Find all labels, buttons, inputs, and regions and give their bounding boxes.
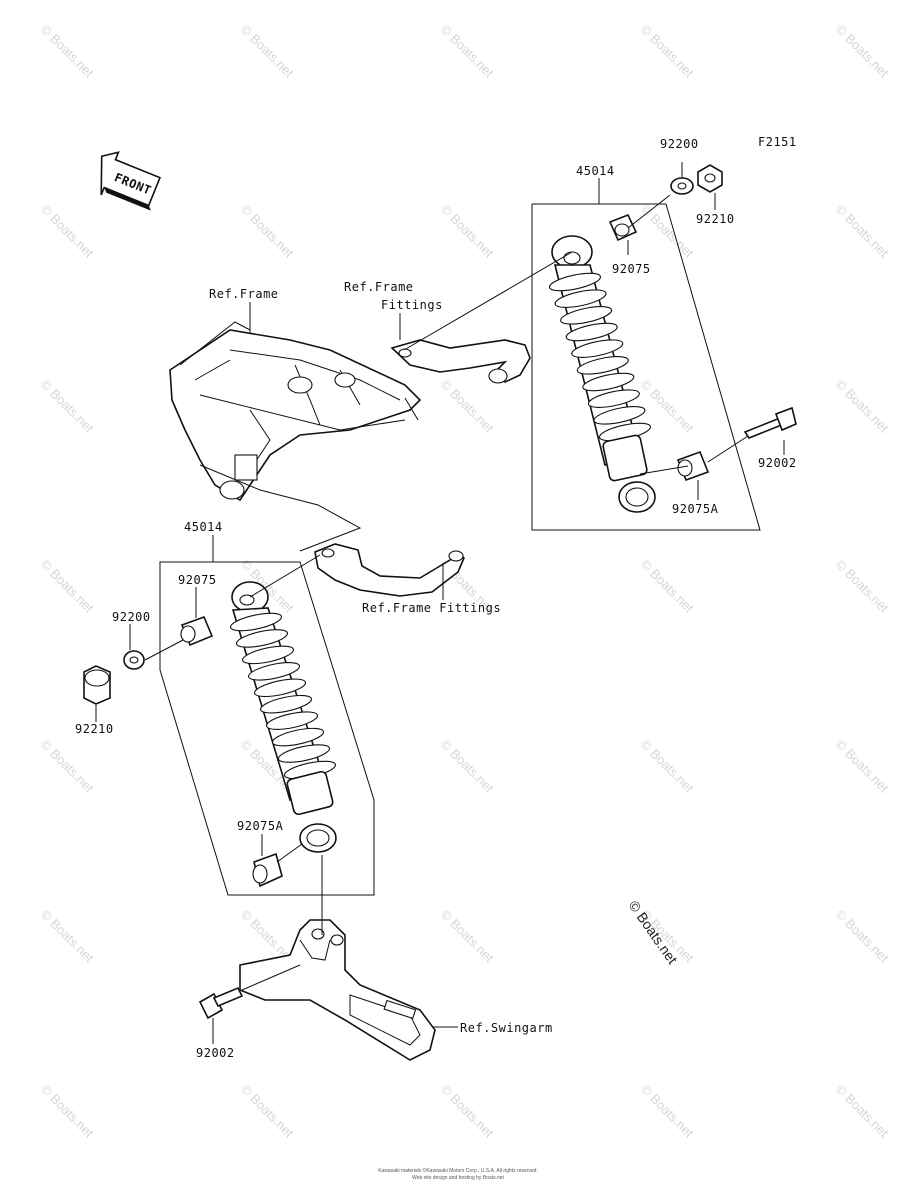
watermark-layer: © Boats.net © Boats.net © Boats.net © Boats… <box>38 22 892 1141</box>
spring-coil <box>593 406 646 425</box>
footer-copyright: Kawasaki materials ©Kawasaki Motors Corp… <box>378 1167 538 1174</box>
lower-bolt-92002 <box>198 986 244 1020</box>
spring-coil <box>229 612 283 632</box>
watermark-tile: © Boats.net <box>38 557 97 616</box>
leader-lines <box>95 162 785 1044</box>
upper-bolt-92002 <box>743 406 797 439</box>
upper-shock-absorber <box>548 235 656 513</box>
spring-coil <box>259 694 313 714</box>
spring-coil <box>548 272 602 292</box>
front-arrow-icon: FRONT <box>100 151 161 211</box>
label-ref-frame-fittings-1: Ref.Frame <box>344 280 414 294</box>
spring-coil <box>560 306 613 325</box>
watermark-tile: © Boats.net <box>833 377 892 436</box>
label-upper-washer: 92200 <box>660 137 699 151</box>
watermark-tile: © Boats.net <box>833 557 892 616</box>
spring-coil <box>571 339 624 358</box>
watermark-tile: © Boats.net <box>438 202 497 261</box>
spring-coil <box>554 289 607 308</box>
label-lower-washer: 92200 <box>112 610 151 624</box>
swingarm-illustration <box>239 919 436 1061</box>
watermark-tile: © Boats.net <box>438 377 497 436</box>
watermark-tile: © Boats.net <box>238 22 297 81</box>
spring-coil <box>576 356 629 375</box>
watermark-tile: © Boats.net <box>438 22 497 81</box>
label-lower-bushing-a: 92075A <box>237 819 284 833</box>
watermark-tile: © Boats.net <box>833 22 892 81</box>
watermark-tile: © Boats.net <box>638 22 697 81</box>
watermark-tile: © Boats.net <box>638 737 697 796</box>
spring-coil <box>241 645 295 665</box>
label-upper-shock: 45014 <box>576 164 615 178</box>
lower-washer-92200 <box>123 650 145 670</box>
footer-hosting: Web site design and hosting by Boats.net <box>412 1175 505 1181</box>
watermark-tile: © Boats.net <box>638 557 697 616</box>
lower-shock-absorber <box>229 581 337 853</box>
watermark-tile: © Boats.net <box>38 22 97 81</box>
upper-bushing-92075 <box>608 213 638 242</box>
watermark-tile: © Boats.net <box>438 907 497 966</box>
spring-coil <box>271 727 325 747</box>
label-ref-frame-fittings-2: Fittings <box>381 298 443 312</box>
spring-coil <box>235 629 289 648</box>
label-upper-nut: 92210 <box>696 212 735 226</box>
watermark-tile: © Boats.net <box>238 1082 297 1141</box>
label-upper-bushing: 92075 <box>612 262 651 276</box>
spring-coil <box>247 662 301 681</box>
lower-bushing-92075a <box>252 852 283 888</box>
label-ref-frame-fittings-lower: Ref.Frame Fittings <box>362 601 501 615</box>
frame-illustration <box>169 321 422 502</box>
upper-nut-92210 <box>697 164 723 193</box>
spring-coil <box>277 744 331 763</box>
label-ref-frame: Ref.Frame <box>209 287 279 301</box>
upper-washer-92200 <box>670 177 694 195</box>
label-upper-bolt: 92002 <box>758 456 797 470</box>
watermark-tile: © Boats.net <box>238 202 297 261</box>
lower-nut-92210 <box>83 665 111 705</box>
label-ref-swingarm: Ref.Swingarm <box>460 1021 553 1035</box>
part-labels: 45014 92200 92210 92075 92075A 92002 Ref… <box>75 137 797 1060</box>
label-lower-bushing: 92075 <box>178 573 217 587</box>
watermark-tile: © Boats.net <box>833 737 892 796</box>
upper-bushing-92075a <box>676 450 710 482</box>
watermark-tile: © Boats.net <box>38 377 97 436</box>
watermark-tile: © Boats.net <box>438 737 497 796</box>
watermark-tile: © Boats.net <box>38 737 97 796</box>
watermark-tile: © Boats.net <box>833 1082 892 1141</box>
watermark-tile: © Boats.net <box>833 202 892 261</box>
watermark-tile: © Boats.net <box>38 907 97 966</box>
label-upper-bushing-a: 92075A <box>672 502 719 516</box>
spring-coil <box>587 389 640 408</box>
label-lower-bolt: 92002 <box>196 1046 235 1060</box>
watermark-tile: © Boats.net <box>833 907 892 966</box>
spring-coil <box>265 711 319 730</box>
lower-bushing-92075 <box>180 615 214 647</box>
spring-coil <box>582 372 635 392</box>
watermark-tile: © Boats.net <box>638 1082 697 1141</box>
watermark-tile: © Boats.net <box>38 202 97 261</box>
watermark-tile: © Boats.net <box>438 1082 497 1141</box>
figure-code: F2151 <box>758 135 797 149</box>
label-lower-shock: 45014 <box>184 520 223 534</box>
lower-frame-fitting <box>314 543 465 597</box>
spring-coil <box>253 678 307 698</box>
spring-coil <box>565 322 618 342</box>
upper-frame-fitting <box>390 339 531 384</box>
watermark-tile: © Boats.net <box>38 1082 97 1141</box>
label-lower-nut: 92210 <box>75 722 114 736</box>
